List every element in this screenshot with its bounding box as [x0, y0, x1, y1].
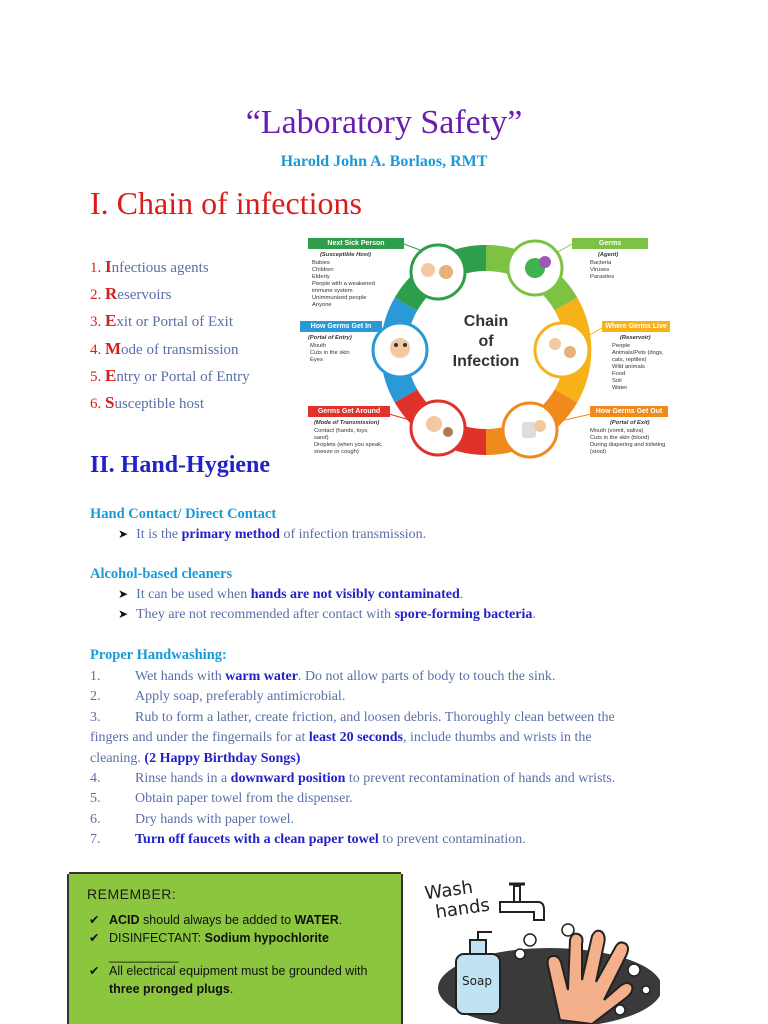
diagram-center-title: Chain of Infection [452, 313, 520, 370]
label-germs: Germs [572, 238, 648, 249]
remember-box: REMEMBER: ✔ACID should always be added t… [69, 874, 401, 1024]
label-where-germs-live: Where Germs Live [602, 321, 670, 332]
arrow-bullet-icon: ➤ [118, 527, 129, 541]
wash-hands-illustration: Wash hands Soap [420, 870, 660, 1024]
step-7: 7.Turn off faucets with a clean paper to… [90, 832, 526, 848]
document-title: “Laboratory Safety” [245, 104, 523, 141]
arrow-bullet-icon: ➤ [118, 587, 129, 601]
get-out-list: Mouth (vomit, saliva)Cuts in the skin (b… [590, 428, 666, 455]
step-4: 4.Rinse hands in a downward position to … [90, 771, 616, 787]
wash-hands-graphic [438, 882, 660, 1024]
chain-of-infection-diagram: Chain of Infection Next Sick Person (Sus… [300, 232, 672, 468]
step-5: 5.Obtain paper towel from the dispenser. [90, 791, 353, 807]
section-heading-hand-hygiene: II. Hand-Hygiene [90, 452, 271, 478]
list-item: 2. Reservoirs [90, 284, 172, 304]
remember-item-acid: ✔ACID should always be added to WATER. [89, 913, 343, 927]
label-how-germs-get-out: How Germs Get Out [590, 406, 668, 417]
step-3: 3.Rub to form a lather, create friction,… [90, 709, 615, 766]
author-line: Harold John A. Borlaos, RMT [280, 153, 488, 170]
step-2: 2.Apply soap, preferably antimicrobial. [90, 689, 346, 705]
list-item: 1. Infectious agents [90, 257, 209, 276]
label-germs-get-around: Germs Get Around [308, 406, 390, 417]
step-6: 6.Dry hands with paper towel. [90, 811, 295, 827]
list-item: 6. Susceptible host [90, 392, 205, 412]
list-item: 3. Exit or Portal of Exit [90, 311, 233, 331]
get-around-list: Contact (hands, toys, sand)Droplets (whe… [314, 428, 383, 455]
check-icon: ✔ [89, 913, 100, 927]
remember-heading: REMEMBER: [87, 886, 177, 902]
remember-item-disinfectant: ✔DISINFECTANT: Sodium hypochlorite______… [89, 931, 329, 963]
list-item: 5. Entry or Portal of Entry [90, 365, 250, 385]
subheading-handwashing: Proper Handwashing: [90, 647, 227, 663]
handwashing-steps: 1.Wet hands with warm water. Do not allo… [90, 667, 670, 851]
bullet-contact-1: ➤It is the primary method of infection t… [118, 527, 427, 542]
chain-list: 1. Infectious agents 2. Reservoirs 3. Ex… [90, 256, 250, 419]
bullet-alcohol-2: ➤They are not recommended after contact … [118, 607, 536, 622]
label-how-germs-get-in: How Germs Get In [300, 321, 382, 332]
step-1: 1.Wet hands with warm water. Do not allo… [90, 669, 556, 684]
subheading-alcohol: Alcohol-based cleaners [90, 566, 233, 582]
arrow-bullet-icon: ➤ [118, 607, 129, 621]
soap-label: Soap [462, 974, 492, 988]
section-heading-chain: I. Chain of infections [90, 185, 362, 221]
check-icon: ✔ [89, 964, 100, 978]
check-icon: ✔ [89, 931, 100, 945]
bullet-alcohol-1: ➤It can be used when hands are not visib… [118, 587, 464, 602]
subheading-hand-contact: Hand Contact/ Direct Contact [90, 506, 277, 522]
remember-item-electrical: ✔All electrical equipment must be ground… [89, 964, 368, 996]
chain-ring-graphic [371, 239, 603, 459]
list-item: 4. Mode of transmission [90, 338, 239, 358]
label-next-sick-person: Next Sick Person [308, 238, 404, 249]
